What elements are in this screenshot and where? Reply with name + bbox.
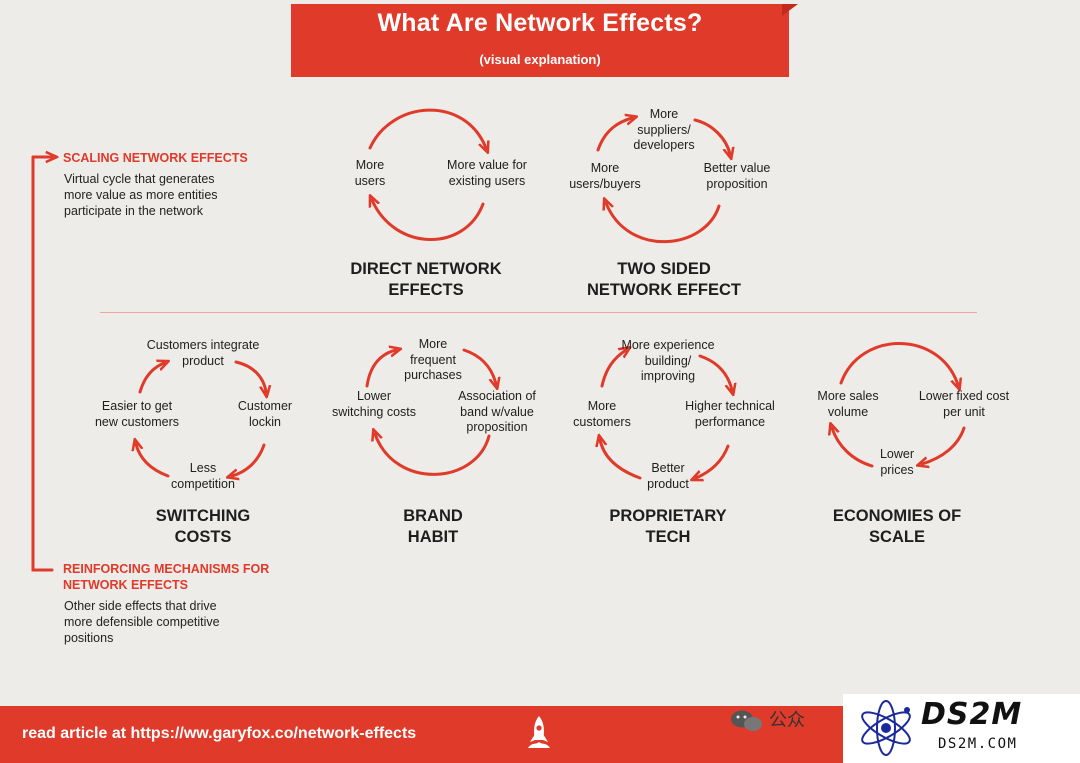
switching-arrow-topleft (138, 363, 164, 394)
wechat-icon (731, 710, 762, 732)
twosided-arrow-topright (693, 118, 730, 154)
wechat-watermark: 公众 (730, 706, 805, 736)
twosided-arrow-topleft (596, 118, 632, 152)
direct-arrow-top (368, 108, 486, 148)
ds2m-brand-text: DS2M (921, 697, 1023, 732)
prop-arrow-topright (698, 354, 732, 390)
econ-arrow-left (832, 428, 874, 468)
direct-arrow-bottom (372, 200, 485, 241)
switching-arrow-topright (234, 360, 266, 392)
header-banner: What Are Network Effects? (visual explan… (291, 4, 789, 77)
econ-arrow-right (922, 426, 966, 464)
page-subtitle: (visual explanation) (479, 52, 601, 67)
reinforcing-heading-line2: NETWORK EFFECTS (63, 578, 188, 592)
banner-fold (782, 4, 798, 16)
brand-arrow-topright (462, 348, 496, 384)
brand-arrow-topleft (365, 350, 396, 388)
switching-arrow-bottomleft (136, 444, 170, 478)
scaling-heading: SCALING NETWORK EFFECTS (63, 151, 248, 165)
prop-arrow-topleft (600, 350, 626, 388)
sidebar-bracket-line (31, 155, 54, 572)
page-title: What Are Network Effects? (377, 9, 703, 37)
atom-logo-icon (861, 700, 911, 756)
prop-arrow-bottomright (696, 444, 730, 478)
reinforcing-heading: REINFORCING MECHANISMS FOR NETWORK EFFEC… (63, 561, 269, 593)
twosided-arrow-bottom (606, 203, 721, 244)
prop-arrow-bottomleft (600, 440, 642, 480)
ds2m-domain-text: DS2M.COM (938, 736, 1018, 752)
brand-arrow-bottom (375, 434, 491, 476)
switching-arrow-bottomright (232, 443, 266, 476)
rocket-icon (528, 716, 550, 748)
wechat-text: 公众 (769, 710, 806, 730)
scaling-description: Virtual cycle that generates more value … (64, 172, 218, 218)
econ-arrow-top (839, 342, 958, 385)
footer-link-text[interactable]: read article at https://ww.garyfox.co/ne… (22, 725, 417, 742)
reinforcing-description: Other side effects that drive more defen… (64, 599, 220, 645)
reinforcing-heading-line1: REINFORCING MECHANISMS FOR (63, 562, 270, 576)
section-divider (100, 312, 977, 313)
